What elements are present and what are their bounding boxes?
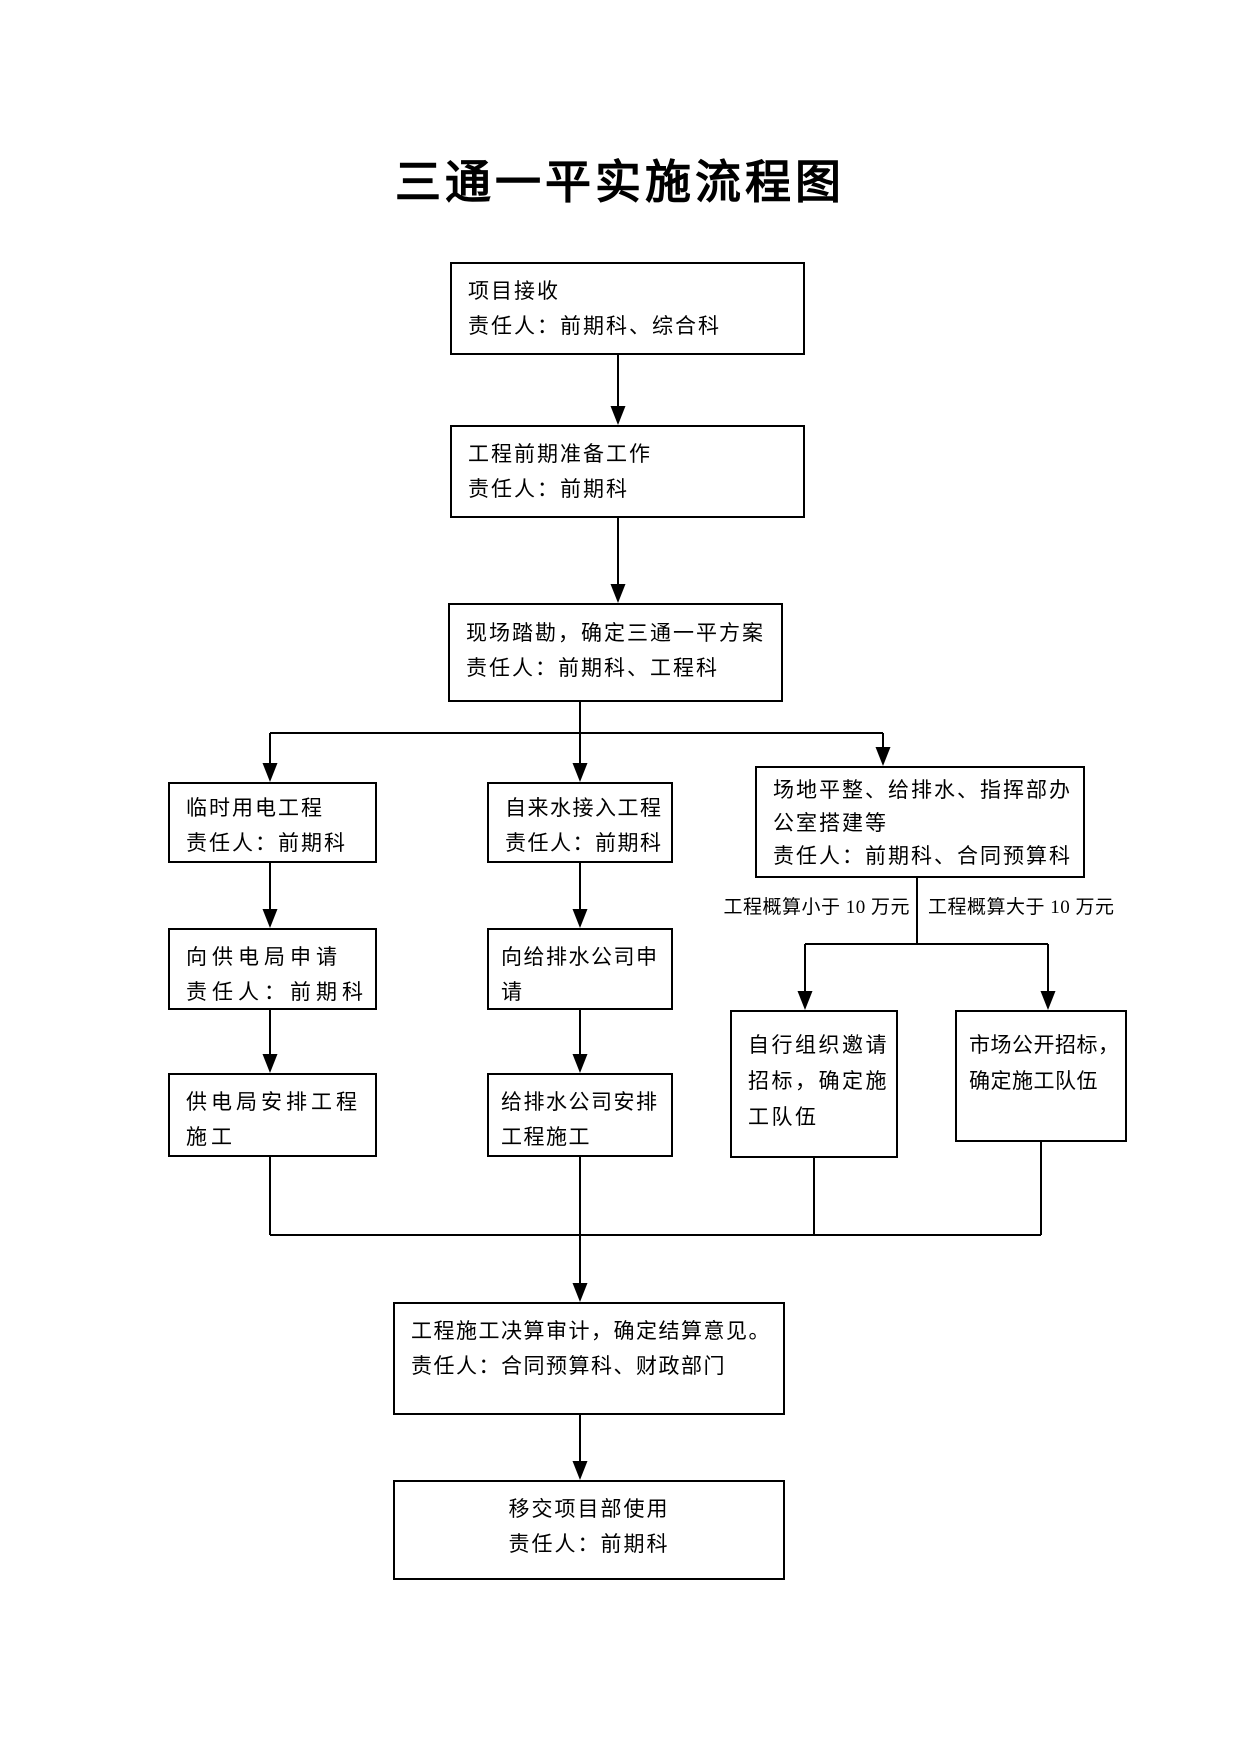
page-title: 三通一平实施流程图 — [395, 156, 845, 208]
arrow-apply-power-to-construct — [262, 1010, 278, 1073]
flow-box-text: 招标，确定施 — [748, 1069, 889, 1093]
arrow-apply-water-to-construct — [572, 1010, 588, 1073]
flow-box-text: 责任人：前期科 — [186, 831, 347, 855]
arrow-receive-to-prep — [610, 355, 626, 425]
flow-box-text: 自行组织邀请 — [748, 1033, 889, 1057]
flow-box-power-bureau-construction: 供电局安排工程 施工 — [168, 1073, 377, 1157]
flow-box-water-connection: 自来水接入工程 责任人：前期科 — [487, 782, 673, 863]
arrow-audit-to-handover — [572, 1415, 588, 1480]
flow-box-apply-power-bureau: 向供电局申请 责任人：前期科 — [168, 928, 377, 1010]
arrow-prep-to-survey — [610, 518, 626, 603]
flow-box-text: 责任人：前期科、合同预算科 — [773, 844, 1072, 868]
arrow-split-to-open-bidding — [1040, 944, 1056, 1010]
flow-box-text: 市场公开招标， — [969, 1033, 1120, 1057]
flow-box-text: 责任人：前期科、工程科 — [466, 656, 719, 680]
flow-box-text: 责任人：前期科 — [508, 1532, 670, 1556]
flow-box-text: 责任人：前期科 — [505, 831, 663, 855]
flow-box-open-bidding: 市场公开招标， 确定施工队伍 — [955, 1010, 1127, 1142]
flow-box-text: 项目接收 — [468, 279, 560, 303]
flow-box-site-survey: 现场踏勘，确定三通一平方案 责任人：前期科、工程科 — [448, 603, 783, 702]
flow-box-temp-power: 临时用电工程 责任人：前期科 — [168, 782, 377, 863]
flow-box-preparation: 工程前期准备工作 责任人：前期科 — [450, 425, 805, 518]
flow-box-text: 责任人：合同预算科、财政部门 — [411, 1354, 726, 1378]
flow-box-text: 给排水公司安排 — [501, 1090, 659, 1114]
flow-box-text: 向供电局申请 — [186, 945, 342, 969]
flow-box-text: 责任人：前期科 — [186, 980, 368, 1004]
convergence-lines — [269, 1142, 1042, 1236]
flow-box-text: 责任人：前期科、综合科 — [468, 314, 721, 338]
flow-box-text: 请 — [501, 980, 524, 1004]
flow-box-text: 工程施工决算审计，确定结算意见。 — [411, 1319, 771, 1343]
flow-box-text: 现场踏勘，确定三通一平方案 — [466, 621, 765, 645]
condition-label-over-100k: 工程概算大于 10 万元 — [928, 897, 1115, 918]
bidding-split-lines — [805, 878, 1048, 945]
flow-box-text: 工队伍 — [748, 1105, 819, 1129]
flow-box-audit: 工程施工决算审计，确定结算意见。 责任人：合同预算科、财政部门 — [393, 1302, 785, 1415]
flow-box-text: 供电局安排工程 — [186, 1090, 361, 1114]
condition-label-under-100k: 工程概算小于 10 万元 — [723, 897, 910, 918]
flow-box-text: 工程施工 — [501, 1125, 591, 1149]
arrow-branch-to-site-leveling — [875, 733, 891, 766]
flow-box-text: 工程前期准备工作 — [468, 442, 652, 466]
flow-box-text: 施工 — [186, 1125, 236, 1149]
flow-box-project-receive: 项目接收 责任人：前期科、综合科 — [450, 262, 805, 355]
arrow-convergence-to-audit — [572, 1157, 588, 1302]
flow-box-text: 公室搭建等 — [773, 811, 888, 835]
arrow-survey-to-water — [572, 702, 588, 782]
flow-box-invited-bidding: 自行组织邀请 招标，确定施 工队伍 — [730, 1010, 898, 1158]
flow-box-text: 确定施工队伍 — [969, 1069, 1098, 1093]
flow-box-water-company-construction: 给排水公司安排 工程施工 — [487, 1073, 673, 1157]
flow-box-text: 移交项目部使用 — [508, 1497, 670, 1521]
arrow-split-to-invited-bidding — [797, 944, 813, 1010]
arrow-water-to-apply-water — [572, 863, 588, 928]
flow-box-apply-water-company: 向给排水公司申 请 — [487, 928, 673, 1010]
arrow-temp-power-to-apply-power — [262, 863, 278, 928]
arrow-branch-to-temp-power — [262, 733, 278, 782]
flow-box-text: 向给排水公司申 — [501, 945, 659, 969]
flow-box-text: 临时用电工程 — [186, 796, 324, 820]
flow-box-text: 场地平整、给排水、指挥部办 — [773, 778, 1072, 802]
flow-box-text: 责任人：前期科 — [468, 477, 629, 501]
flow-box-site-leveling: 场地平整、给排水、指挥部办 公室搭建等 责任人：前期科、合同预算科 — [755, 766, 1085, 878]
flow-box-text: 自来水接入工程 — [505, 796, 663, 820]
flow-box-handover: 移交项目部使用 责任人：前期科 — [393, 1480, 785, 1580]
